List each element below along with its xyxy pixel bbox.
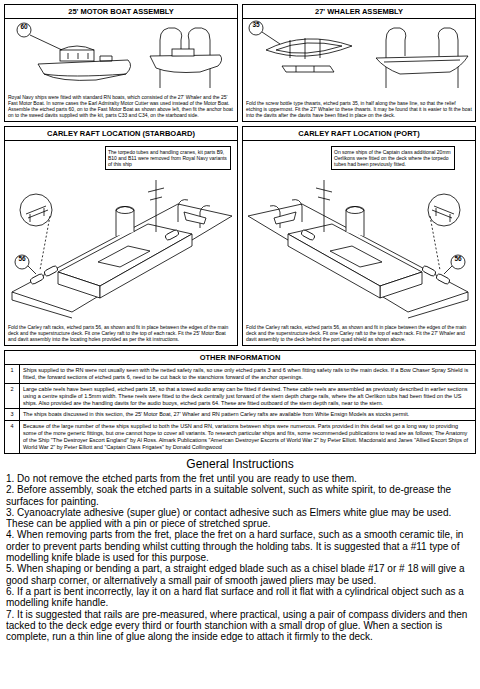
whaler-drawing — [249, 21, 468, 88]
panel-note: Fold the Carley raft racks, etched parts… — [245, 323, 473, 343]
instruction-paragraph: 2. Before assembly, soak the etched part… — [6, 484, 474, 507]
row-number: 2 — [5, 384, 20, 409]
callout-number: 56 — [15, 255, 29, 269]
table-heading: OTHER INFORMATION — [5, 351, 475, 365]
instruction-paragraph: 6. If a part is bent incorrectly, lay it… — [6, 586, 474, 609]
panel-heading: 25' MOTOR BOAT ASSEMBLY — [5, 5, 237, 19]
table-row: 4Because of the large number of these sh… — [5, 420, 475, 453]
assembly-panel: CARLEY RAFT LOCATION (PORT) Fold the Carl… — [242, 126, 476, 346]
callout-number: 60 — [17, 23, 31, 37]
info-table: OTHER INFORMATION1Ships supplied to the … — [4, 350, 476, 454]
assembly-panel: 27' WHALER ASSEMBLY Fold the screw bottle… — [242, 4, 476, 122]
table-row: 1Ships supplied to the RN were not usual… — [5, 365, 475, 383]
assembly-panel: CARLEY RAFT LOCATION (STARBOARD) Fold the… — [4, 126, 238, 346]
instruction-paragraph: 3. Cyanoacrylate adhesive (super glue) o… — [6, 507, 474, 530]
row-number: 4 — [5, 421, 20, 453]
instruction-paragraph: 1. Do not remove the etched parts from t… — [6, 473, 474, 484]
panel-heading: CARLEY RAFT LOCATION (STARBOARD) — [5, 127, 237, 141]
ship-drawing — [12, 180, 232, 318]
instruction-paragraph: 4. When removing parts from the fret, pl… — [6, 529, 474, 563]
instruction-paragraph: 5. When shaping or bending a part, a str… — [6, 563, 474, 586]
note-box: On some ships of the Captain class addit… — [331, 146, 455, 170]
panel-note: Royal Navy ships were fitted with standa… — [7, 93, 235, 119]
assembly-panel: 25' MOTOR BOAT ASSEMBLY Royal Navy ships … — [4, 4, 238, 122]
note-box: The torpedo tubes and handling cranes, k… — [105, 146, 231, 170]
note-text: The torpedo tubes and handling cranes, k… — [108, 149, 228, 167]
row-text: Because of the large number of these shi… — [20, 421, 475, 453]
note-text: On some ships of the Captain class addit… — [334, 149, 452, 167]
row-text: Large cable reels have been supplied, et… — [20, 384, 475, 409]
row-text: Ships supplied to the RN were not usuall… — [20, 365, 475, 383]
motor-boat-drawing — [17, 23, 222, 88]
panel-heading: CARLEY RAFT LOCATION (PORT) — [243, 127, 475, 141]
panel-heading: 27' WHALER ASSEMBLY — [243, 5, 475, 19]
row-text: The ships boats discussed in this sectio… — [20, 409, 475, 420]
row-number: 3 — [5, 409, 20, 420]
table-row: 2Large cable reels have been supplied, e… — [5, 383, 475, 409]
instructions-block: General Instructions 1. Do not remove the… — [6, 457, 474, 686]
row-number: 1 — [5, 365, 20, 383]
instruction-paragraph: 7. It is suggested that rails are pre-me… — [6, 609, 474, 643]
panel-note: Fold the Carley raft racks, etched parts… — [7, 323, 235, 343]
table-row: 3The ships boats discussed in this secti… — [5, 408, 475, 420]
instructions-heading: General Instructions — [6, 457, 474, 471]
callout-number: 56 — [451, 255, 465, 269]
panel-note: Fold the screw bottle type thwarts, etch… — [245, 99, 473, 119]
callout-number: 35 — [249, 21, 263, 35]
